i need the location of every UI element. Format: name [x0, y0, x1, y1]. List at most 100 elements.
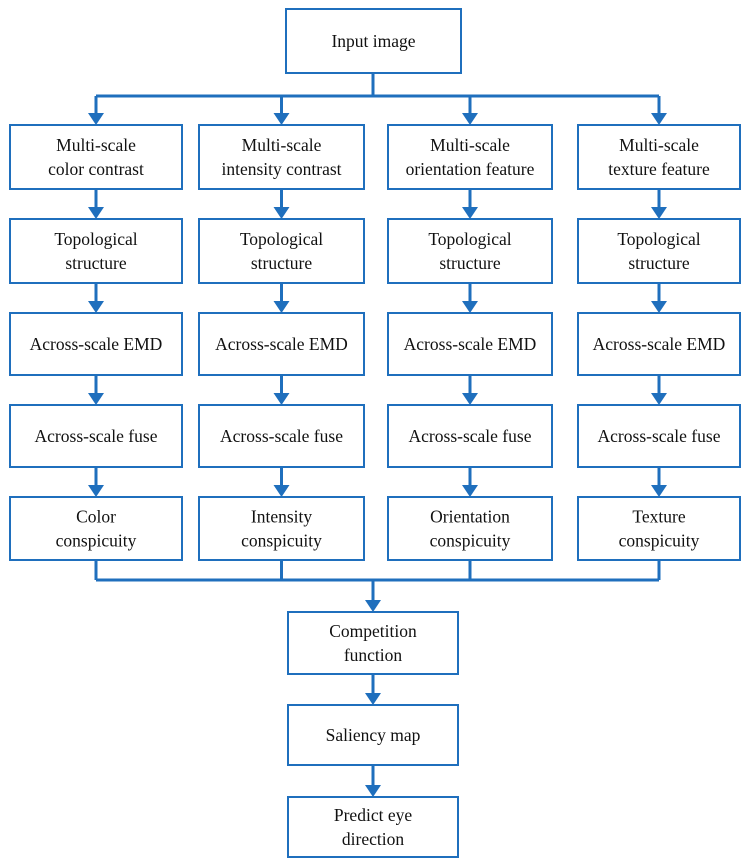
input-image-node: Input image — [285, 8, 462, 74]
texture-conspicuity-node-box — [577, 496, 741, 561]
texture-fuse-node: Across-scale fuse — [577, 404, 741, 468]
arrow-intensity-emd-to-fuse-head — [273, 393, 290, 405]
saliency-map-node: Saliency map — [287, 704, 459, 766]
color-conspicuity-node-label-line-1: Color — [76, 507, 116, 527]
color-conspicuity-node-label-line-2: conspicuity — [56, 531, 137, 551]
texture-feature-node-label-line-1: Multi-scale — [619, 135, 699, 155]
orientation-conspicuity-node-label-line-1: Orientation — [430, 507, 510, 527]
intensity-emd-node: Across-scale EMD — [198, 312, 365, 376]
orientation-fuse-node: Across-scale fuse — [387, 404, 553, 468]
arrow-competition-to-saliency-head — [365, 693, 381, 705]
orientation-topology-node: Topological structure — [387, 218, 553, 284]
intensity-emd-node-label-line-1: Across-scale EMD — [215, 334, 348, 354]
orientation-emd-node-label-line-1: Across-scale EMD — [404, 334, 537, 354]
input-image-node-label-line-1: Input image — [331, 31, 415, 51]
color-emd-node: Across-scale EMD — [9, 312, 183, 376]
arrow-texture-fuse-to-conspicuity-head — [651, 485, 667, 497]
intensity-feature-node: Multi-scale intensity contrast — [198, 124, 365, 190]
arrow-color-topology-to-emd-head — [88, 301, 104, 313]
orientation-topology-node-box — [387, 218, 553, 284]
texture-topology-node-label-line-1: Topological — [617, 229, 700, 249]
intensity-fuse-node-label-line-1: Across-scale fuse — [220, 426, 343, 446]
color-topology-node: Topological structure — [9, 218, 183, 284]
color-conspicuity-node: Color conspicuity — [9, 496, 183, 561]
color-emd-node-box — [9, 312, 183, 376]
color-topology-node-box — [9, 218, 183, 284]
competition-function-node-label-line-1: Competition — [329, 621, 417, 641]
intensity-conspicuity-node-label-line-2: conspicuity — [241, 531, 322, 551]
color-fuse-node-box — [9, 404, 183, 468]
orientation-fuse-node-label-line-1: Across-scale fuse — [409, 426, 532, 446]
orientation-feature-node-label-line-2: orientation feature — [406, 159, 535, 179]
color-topology-node-label-line-1: Topological — [54, 229, 137, 249]
arrow-bus-to-orientation-feature-head — [462, 113, 478, 125]
arrow-bus-to-texture-feature-head — [651, 113, 667, 125]
orientation-feature-node: Multi-scale orientation feature — [387, 124, 553, 190]
texture-topology-node: Topological structure — [577, 218, 741, 284]
intensity-feature-node-label-line-1: Multi-scale — [242, 135, 322, 155]
texture-emd-node: Across-scale EMD — [577, 312, 741, 376]
texture-feature-node-label-line-2: texture feature — [608, 159, 710, 179]
texture-topology-node-label-line-2: structure — [628, 253, 689, 273]
texture-fuse-node-label-line-1: Across-scale fuse — [598, 426, 721, 446]
texture-topology-node-box — [577, 218, 741, 284]
connectors-layer — [88, 73, 667, 797]
intensity-conspicuity-node-box — [198, 496, 365, 561]
texture-feature-node: Multi-scale texture feature — [577, 124, 741, 190]
arrow-bus-to-color-feature-head — [88, 113, 104, 125]
orientation-emd-node: Across-scale EMD — [387, 312, 553, 376]
texture-fuse-node-box — [577, 404, 741, 468]
arrow-color-fuse-to-conspicuity-head — [88, 485, 104, 497]
arrow-bus-to-intensity-feature-head — [273, 113, 290, 125]
texture-feature-node-box — [577, 124, 741, 190]
arrow-intensity-fuse-to-conspicuity-head — [273, 485, 290, 497]
arrow-texture-feature-to-topology-head — [651, 207, 667, 219]
arrow-saliency-to-predict-head — [365, 785, 381, 797]
color-feature-node-label-line-1: Multi-scale — [56, 135, 136, 155]
intensity-feature-node-box — [198, 124, 365, 190]
arrow-color-emd-to-fuse-head — [88, 393, 104, 405]
arrow-intensity-topology-to-emd-head — [273, 301, 290, 313]
predict-eye-direction-node: Predict eye direction — [287, 796, 459, 858]
texture-conspicuity-node-label-line-2: conspicuity — [619, 531, 700, 551]
orientation-topology-node-label-line-2: structure — [439, 253, 500, 273]
predict-eye-direction-node-label-line-1: Predict eye — [334, 805, 412, 825]
intensity-topology-node-label-line-2: structure — [251, 253, 312, 273]
texture-conspicuity-node: Texture conspicuity — [577, 496, 741, 561]
orientation-feature-node-label-line-1: Multi-scale — [430, 135, 510, 155]
intensity-topology-node-box — [198, 218, 365, 284]
color-fuse-node: Across-scale fuse — [9, 404, 183, 468]
orientation-emd-node-box — [387, 312, 553, 376]
arrow-orientation-emd-to-fuse-head — [462, 393, 478, 405]
predict-eye-direction-node-label-line-2: direction — [342, 829, 404, 849]
intensity-fuse-node-box — [198, 404, 365, 468]
arrow-intensity-feature-to-topology-head — [273, 207, 290, 219]
competition-function-node: Competition function — [287, 611, 459, 675]
intensity-emd-node-box — [198, 312, 365, 376]
saliency-map-node-label-line-1: Saliency map — [326, 725, 421, 745]
texture-conspicuity-node-label-line-1: Texture — [632, 507, 685, 527]
competition-function-node-label-line-2: function — [344, 645, 403, 665]
orientation-topology-node-label-line-1: Topological — [428, 229, 511, 249]
color-feature-node-label-line-2: color contrast — [48, 159, 144, 179]
color-feature-node-box — [9, 124, 183, 190]
color-conspicuity-node-box — [9, 496, 183, 561]
arrow-orientation-fuse-to-conspicuity-head — [462, 485, 478, 497]
texture-emd-node-label-line-1: Across-scale EMD — [593, 334, 726, 354]
input-image-node-box — [285, 8, 462, 74]
arrow-orientation-topology-to-emd-head — [462, 301, 478, 313]
intensity-feature-node-label-line-2: intensity contrast — [221, 159, 341, 179]
orientation-conspicuity-node-box — [387, 496, 553, 561]
arrow-texture-topology-to-emd-head — [651, 301, 667, 313]
color-topology-node-label-line-2: structure — [65, 253, 126, 273]
predict-eye-direction-node-box — [287, 796, 459, 858]
orientation-fuse-node-box — [387, 404, 553, 468]
arrow-texture-emd-to-fuse-head — [651, 393, 667, 405]
intensity-fuse-node: Across-scale fuse — [198, 404, 365, 468]
texture-emd-node-box — [577, 312, 741, 376]
